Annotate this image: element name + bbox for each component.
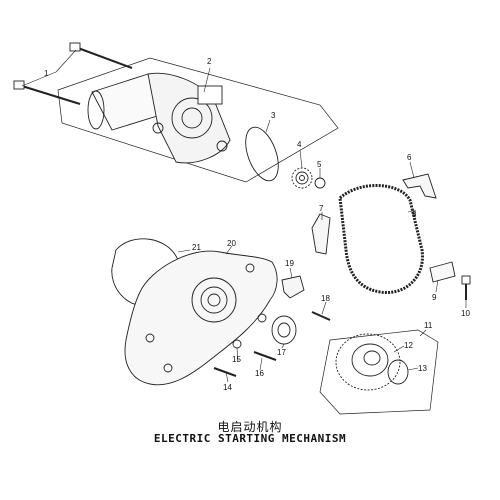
callout-19: 19 bbox=[285, 259, 294, 268]
part-7-tensioner bbox=[311, 213, 331, 255]
starter-assembly-outline bbox=[57, 57, 339, 183]
callout-15: 15 bbox=[232, 355, 241, 364]
callout-9: 9 bbox=[432, 293, 437, 302]
part-16-bolt bbox=[253, 351, 277, 361]
callout-labels: 1 2 3 4 5 6 7 8 9 10 11 12 13 14 15 16 1… bbox=[44, 57, 470, 392]
callout-4: 4 bbox=[297, 140, 302, 149]
part-4-gear bbox=[291, 167, 313, 189]
part-10-bolt bbox=[461, 275, 471, 300]
callout-6: 6 bbox=[407, 153, 412, 162]
part-20-cover bbox=[124, 250, 278, 386]
callout-8: 8 bbox=[412, 210, 417, 219]
part-9-bracket bbox=[429, 261, 456, 283]
callout-17: 17 bbox=[277, 348, 286, 357]
callout-14: 14 bbox=[223, 383, 232, 392]
diagram-title-chinese: 电启动机构 bbox=[217, 420, 283, 434]
part-13-washer bbox=[387, 359, 409, 385]
callout-21: 21 bbox=[192, 243, 201, 252]
part-11-group-outline bbox=[319, 329, 439, 415]
part-3-o-ring bbox=[245, 126, 279, 182]
callout-10: 10 bbox=[461, 309, 470, 318]
part-18-bolt bbox=[311, 311, 331, 321]
callout-1: 1 bbox=[44, 69, 49, 78]
part-19-lever bbox=[281, 275, 305, 299]
callout-20: 20 bbox=[227, 239, 236, 248]
callout-16: 16 bbox=[255, 369, 264, 378]
callout-13: 13 bbox=[418, 364, 427, 373]
part-12-sprocket bbox=[335, 333, 401, 391]
diagram-title-english: ELECTRIC STARTING MECHANISM bbox=[153, 432, 347, 445]
part-8-chain bbox=[338, 184, 424, 295]
part-5-clip bbox=[314, 177, 326, 189]
callout-7: 7 bbox=[319, 204, 324, 213]
part-17-seal bbox=[271, 315, 297, 345]
callout-18: 18 bbox=[321, 294, 330, 303]
callout-11: 11 bbox=[424, 321, 433, 330]
callout-3: 3 bbox=[271, 111, 276, 120]
callout-5: 5 bbox=[317, 160, 322, 169]
callout-2: 2 bbox=[207, 57, 212, 66]
callout-12: 12 bbox=[404, 341, 413, 350]
part-2-starter-motor bbox=[87, 72, 231, 164]
leader-lines bbox=[21, 49, 467, 383]
part-6-chain-guide bbox=[402, 173, 437, 199]
part-14-bolt bbox=[213, 367, 237, 377]
